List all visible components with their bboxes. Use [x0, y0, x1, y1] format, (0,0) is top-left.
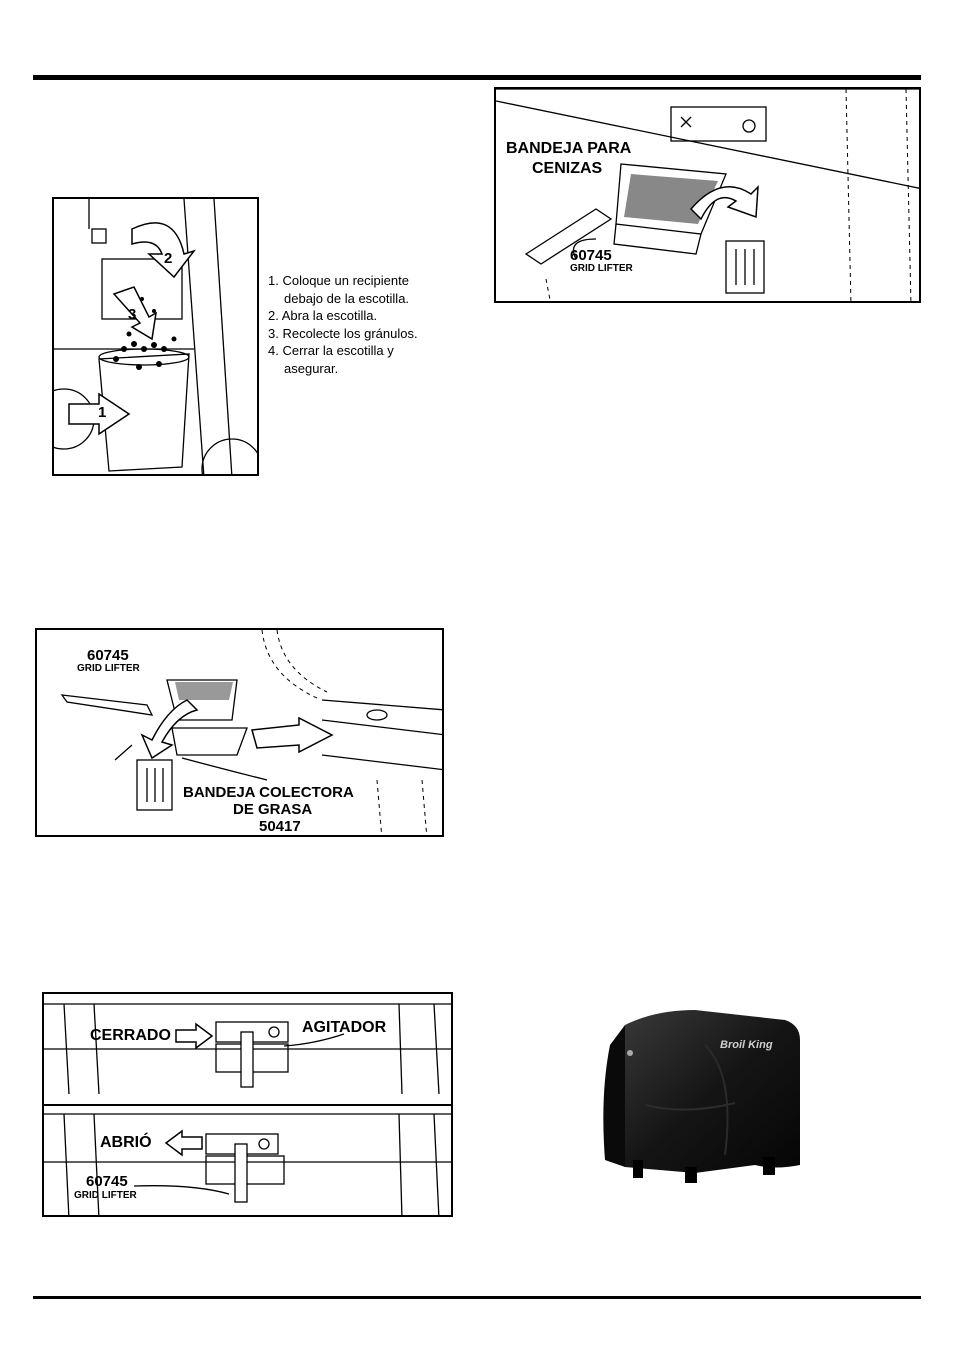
grid-lifter-part-number: 60745: [86, 1173, 128, 1190]
ash-tray-figure: BANDEJA PARA CENIZAS 60745 GRID LIFTER: [494, 87, 921, 303]
grease-tray-title-line-2: DE GRASA: [233, 801, 313, 818]
grease-tray-drawing: [60, 630, 442, 835]
step-number-1: 1: [98, 404, 107, 421]
hopper-figure: 2 3 1: [52, 197, 259, 476]
step-4-line-2: asegurar.: [284, 360, 339, 376]
step-number-2: 2: [164, 250, 173, 267]
grid-lifter-label: GRID LIFTER: [570, 263, 633, 274]
hopper-drawing: [54, 199, 257, 474]
step-1-line-1: 1. Coloque un recipiente: [268, 273, 409, 288]
cover-logo: Broil King: [720, 1039, 773, 1051]
grid-lifter-label: GRID LIFTER: [77, 663, 140, 674]
grease-tray-figure: 60745 GRID LIFTER BANDEJA COLECTORA DE G…: [35, 628, 444, 837]
grid-lifter-part-number: 60745: [570, 247, 612, 264]
instruction-steps: 1. Coloque un recipiente debajo de la es…: [268, 272, 418, 377]
ash-tray-title-line-1: BANDEJA PARA: [506, 140, 632, 157]
bottom-rule: [33, 1296, 921, 1299]
step-3: 3. Recolecte los gránulos.: [268, 325, 418, 341]
agitator-figure: CERRADO AGITADOR ABRIÓ 60745 GRID LIFTER: [42, 992, 453, 1217]
grill-cover-image: Broil King: [585, 985, 825, 1205]
top-rule: [33, 75, 921, 80]
ash-tray-title-line-2: CENIZAS: [532, 160, 603, 177]
grease-tray-part-number: 50417: [259, 818, 301, 835]
step-4-line-1: 4. Cerrar la escotilla y: [268, 343, 394, 358]
step-1-line-2: debajo de la escotilla.: [284, 290, 410, 306]
grease-tray-title-line-1: BANDEJA COLECTORA: [183, 784, 354, 801]
ash-tray-drawing: [496, 89, 919, 301]
grid-lifter-part-number: 60745: [87, 647, 129, 664]
agitator-label: AGITADOR: [302, 1019, 387, 1036]
grid-lifter-label: GRID LIFTER: [74, 1190, 137, 1201]
closed-label: CERRADO: [90, 1027, 171, 1044]
grill-cover-drawing: Broil King: [603, 1010, 800, 1183]
step-number-3: 3: [128, 306, 137, 323]
step-2: 2. Abra la escotilla.: [268, 308, 378, 323]
agitator-drawing: [44, 1003, 451, 1215]
opened-label: ABRIÓ: [100, 1134, 152, 1151]
